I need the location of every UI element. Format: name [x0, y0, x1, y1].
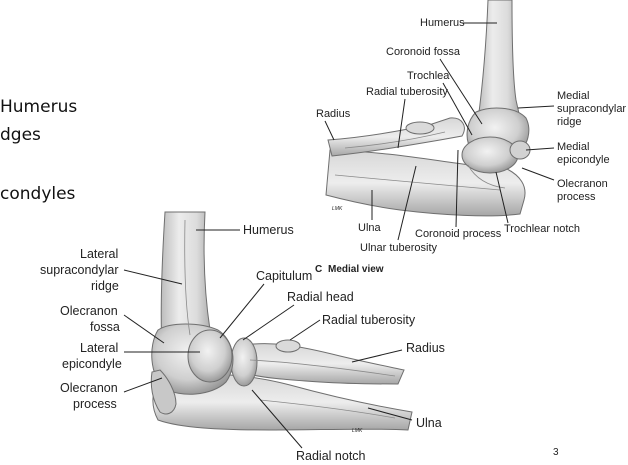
- lateral-radial-head-shape: [230, 337, 258, 387]
- label-lateral-epicondyle-2: epicondyle: [62, 357, 122, 371]
- label-lateral-supracondylar-ridge-1: Lateral: [80, 247, 118, 261]
- label-medial-ulna: Ulna: [358, 222, 382, 234]
- page-number: 3: [553, 447, 559, 458]
- label-medial-radial-tuberosity: Radial tuberosity: [366, 86, 448, 98]
- label-medial-epicondyle-2: epicondyle: [557, 154, 610, 166]
- label-trochlea: Trochlea: [407, 70, 450, 82]
- label-olecranon-fossa-1: Olecranon: [60, 304, 118, 318]
- medial-view-labels: Humerus Coronoid fossa Trochlea Radial t…: [315, 17, 626, 275]
- medial-humerus-shaft: [477, 0, 521, 121]
- lateral-olecranon-shape: [150, 369, 177, 415]
- label-lateral-supracondylar-ridge-3: ridge: [91, 279, 119, 293]
- label-medial-radius: Radius: [316, 108, 351, 120]
- label-olecranon-fossa-2: fossa: [90, 320, 120, 334]
- medial-view-figure: LMK: [325, 0, 531, 217]
- medial-artist-initials: LMK: [332, 206, 343, 212]
- caption-medial-view: Medial view: [328, 264, 384, 275]
- label-lateral-ulna: Ulna: [416, 416, 442, 430]
- label-capitulum: Capitulum: [256, 269, 312, 283]
- label-lateral-olecranon-1: Olecranon: [60, 381, 118, 395]
- caption-letter: C: [315, 264, 322, 275]
- label-lateral-radius: Radius: [406, 341, 445, 355]
- label-coronoid-fossa: Coronoid fossa: [386, 46, 461, 58]
- lateral-radial-tuberosity-shape: [275, 339, 301, 353]
- label-lateral-supracondylar-ridge-2: supracondylar: [40, 263, 119, 277]
- medial-radius-bone: [327, 117, 465, 157]
- slide-text-humerus: Humerus: [0, 97, 78, 117]
- medial-trochlea-shape: [461, 136, 519, 174]
- label-medial-supracondylar-ridge-1: Medial: [557, 90, 589, 102]
- label-lateral-olecranon-2: process: [73, 397, 117, 411]
- label-trochlear-notch: Trochlear notch: [504, 223, 580, 235]
- label-radial-head: Radial head: [287, 290, 354, 304]
- lateral-view-figure: LMK: [150, 211, 413, 434]
- medial-radial-tuberosity-shape: [405, 121, 435, 135]
- label-lateral-epicondyle-1: Lateral: [80, 341, 118, 355]
- label-lateral-radial-tuberosity: Radial tuberosity: [322, 313, 416, 327]
- label-ulnar-tuberosity: Ulnar tuberosity: [360, 242, 438, 254]
- lateral-radius-bone: [237, 343, 405, 385]
- label-medial-olecranon-1: Olecranon: [557, 178, 608, 190]
- slide-text-ridges: dges: [0, 125, 41, 145]
- label-radial-notch: Radial notch: [296, 449, 366, 463]
- label-medial-humerus: Humerus: [420, 17, 465, 29]
- lateral-view-labels: Humerus Lateral supracondylar ridge Olec…: [40, 223, 445, 463]
- lateral-artist-initials: LMK: [352, 428, 363, 434]
- label-medial-epicondyle-1: Medial: [557, 141, 589, 153]
- label-medial-supracondylar-ridge-3: ridge: [557, 116, 581, 128]
- slide-text-condyles: condyles: [0, 184, 76, 204]
- label-coronoid-process: Coronoid process: [415, 228, 502, 240]
- label-lateral-humerus: Humerus: [243, 223, 294, 237]
- label-medial-supracondylar-ridge-2: supracondylar: [557, 103, 626, 115]
- lateral-capitulum-shape: [187, 329, 233, 383]
- label-medial-olecranon-2: process: [557, 191, 596, 203]
